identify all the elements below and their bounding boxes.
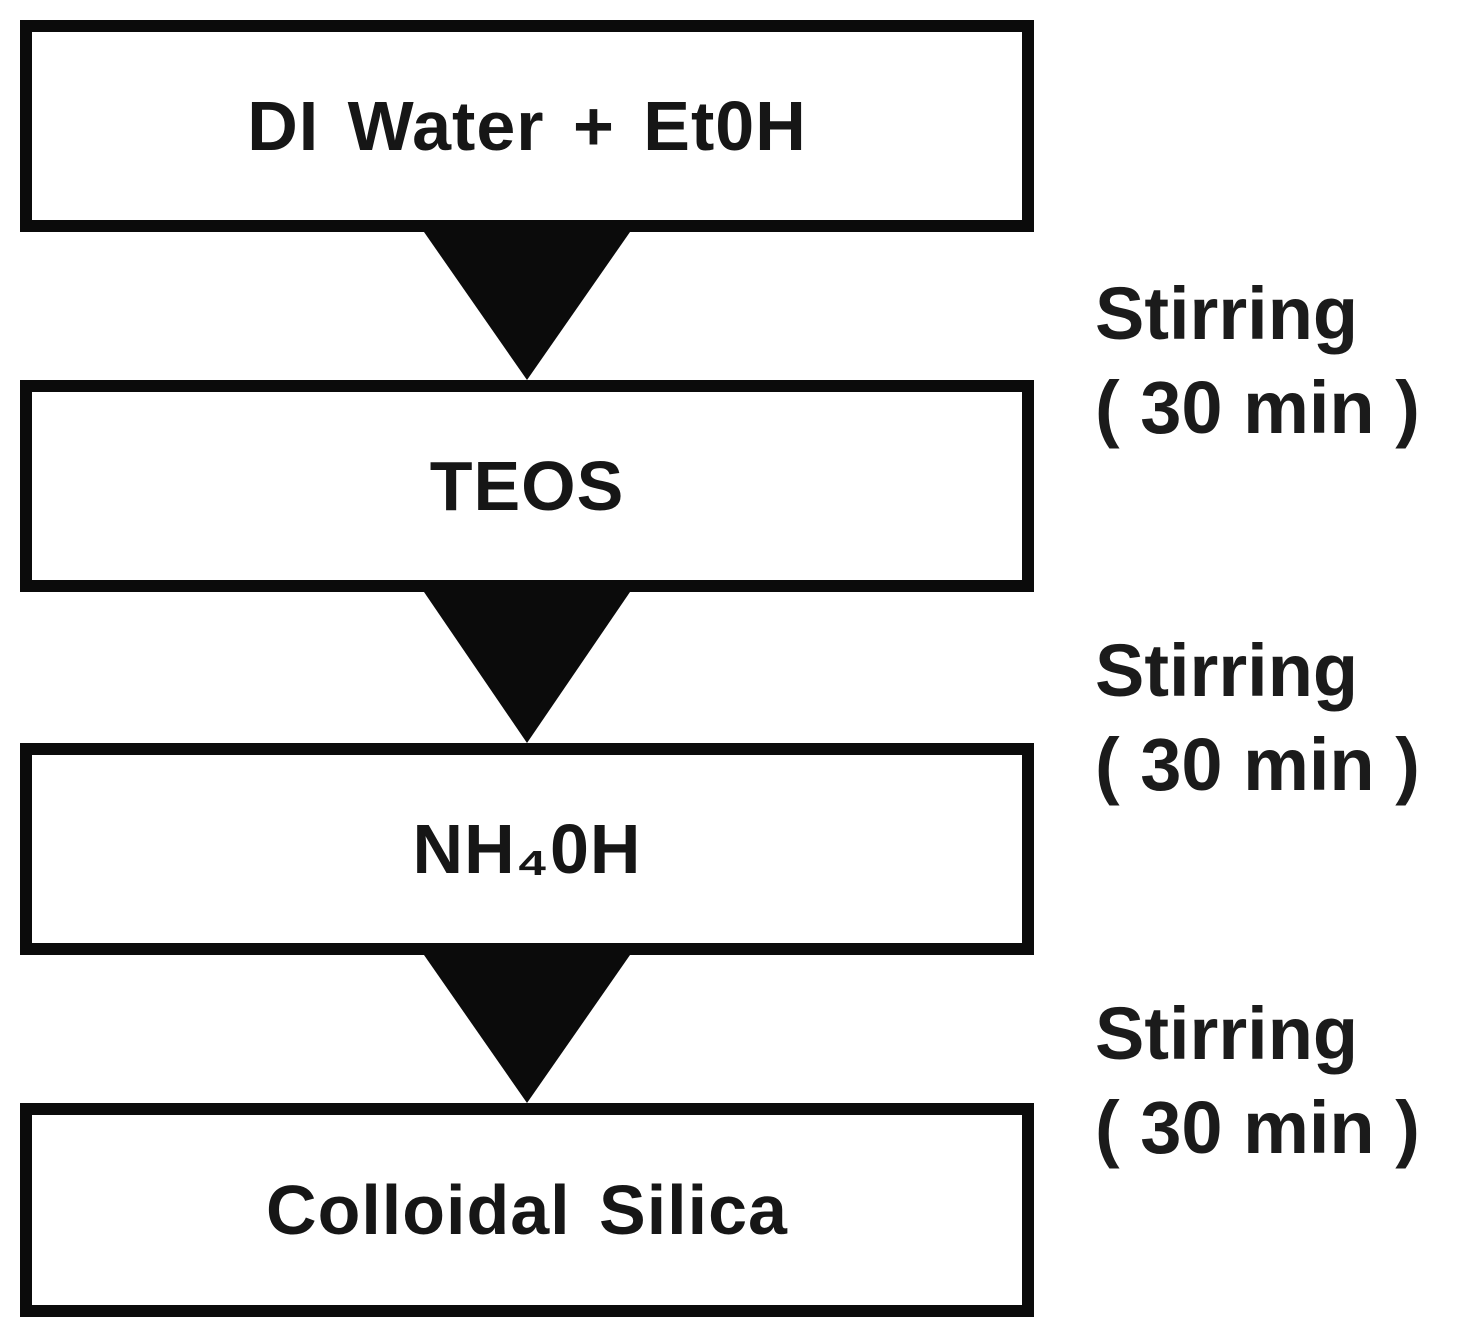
arrow-annotation: Stirring ( 30 min ) — [1095, 267, 1462, 455]
flow-box-label: Colloidal Silica — [266, 1171, 788, 1249]
annotation-line: ( 30 min ) — [1095, 723, 1420, 806]
flow-box-di-water-etoh: DI Water + Et0H — [20, 20, 1034, 232]
arrow-annotation: Stirring ( 30 min ) — [1095, 987, 1462, 1175]
annotation-line: Stirring — [1095, 272, 1359, 355]
annotation-line: ( 30 min ) — [1095, 366, 1420, 449]
flow-box-label: DI Water + Et0H — [247, 87, 807, 165]
down-arrow-icon — [424, 955, 630, 1103]
annotation-line: ( 30 min ) — [1095, 1086, 1420, 1169]
down-arrow-icon — [424, 232, 630, 380]
flow-box-label: TEOS — [429, 447, 625, 525]
arrow-annotation: Stirring ( 30 min ) — [1095, 624, 1462, 812]
flow-box-teos: TEOS — [20, 380, 1034, 592]
annotation-line: Stirring — [1095, 629, 1359, 712]
flow-box-nh4oh: NH₄0H — [20, 743, 1034, 955]
annotation-line: Stirring — [1095, 992, 1359, 1075]
down-arrow-icon — [424, 592, 630, 743]
flow-box-label: NH₄0H — [412, 810, 642, 888]
flow-box-colloidal-silica: Colloidal Silica — [20, 1103, 1034, 1317]
